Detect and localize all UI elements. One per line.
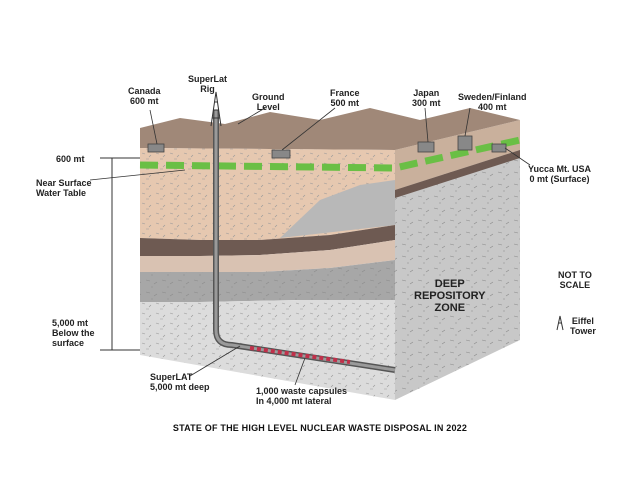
waste-capsules: [249, 346, 351, 364]
eiffel-tower-icon: [556, 315, 564, 331]
diagram-caption: STATE OF THE HIGH LEVEL NUCLEAR WASTE DI…: [172, 423, 468, 433]
superlat-rig-icon: [210, 91, 222, 127]
surface-layer: [140, 108, 520, 150]
depth-arrow: [100, 157, 140, 351]
facility-icons: [147, 135, 507, 159]
label-depth-600: 600 mt: [56, 154, 85, 164]
dark-band: [140, 225, 395, 256]
water-table-line: [139, 136, 521, 172]
